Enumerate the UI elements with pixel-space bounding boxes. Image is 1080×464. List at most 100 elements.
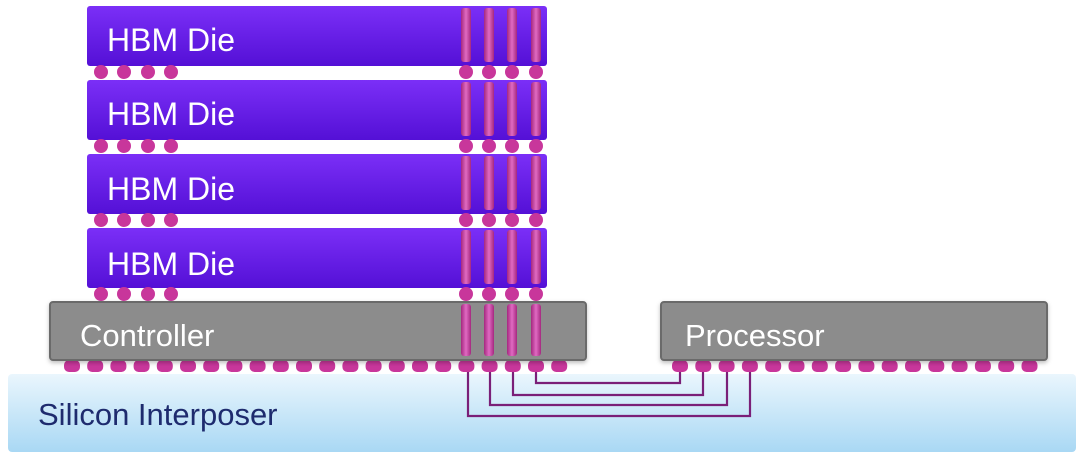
- tsv-pillar: [507, 230, 517, 284]
- tsv-pillar: [484, 156, 494, 210]
- processor-bump-row: [672, 360, 1038, 372]
- micro-bump: [459, 65, 473, 79]
- micro-bump: [529, 65, 543, 79]
- micro-bump: [505, 65, 519, 79]
- interposer-wire: [511, 364, 705, 397]
- tsv-pillar: [531, 230, 541, 284]
- tsv-pillar: [484, 304, 494, 356]
- micro-bump: [94, 65, 108, 79]
- interposer-label: Silicon Interposer: [38, 397, 278, 432]
- c4-bump: [718, 360, 735, 372]
- c4-bump: [64, 360, 80, 372]
- hbm-die: HBM Die: [87, 154, 547, 214]
- c4-bump: [319, 360, 336, 372]
- interposer-wiring: [466, 364, 752, 418]
- hbm-die-label: HBM Die: [107, 246, 235, 282]
- c4-bump: [951, 360, 968, 372]
- processor-chip: [660, 301, 1048, 361]
- processor-label: Processor: [685, 318, 825, 353]
- tsv-pillar: [484, 82, 494, 136]
- micro-bump: [164, 213, 178, 227]
- c4-bump: [342, 360, 359, 372]
- c4-bump: [928, 360, 945, 372]
- interposer-wire: [466, 364, 752, 418]
- micro-bump: [482, 287, 496, 301]
- micro-bump: [505, 213, 519, 227]
- tsv-pillar: [507, 82, 517, 136]
- c4-bump: [156, 360, 173, 372]
- controller-bump-row: [64, 360, 568, 372]
- micro-bump: [94, 139, 108, 153]
- c4-bump: [881, 360, 898, 372]
- c4-bump: [110, 360, 127, 372]
- c4-bump: [481, 360, 498, 372]
- micro-bump: [529, 287, 543, 301]
- through-silicon-vias: [461, 8, 541, 356]
- micro-bump: [94, 287, 108, 301]
- c4-bump: [858, 360, 875, 372]
- micro-bump: [117, 65, 131, 79]
- c4-bump: [272, 360, 289, 372]
- micro-bump: [505, 139, 519, 153]
- c4-bump: [87, 360, 104, 372]
- hbm-die-label: HBM Die: [107, 171, 235, 207]
- c4-bump: [905, 360, 921, 372]
- c4-bump: [835, 360, 852, 372]
- c4-bump: [528, 360, 544, 372]
- hbm-die: HBM Die: [87, 228, 547, 288]
- hbm-die-body: [87, 154, 547, 214]
- tsv-pillar: [531, 8, 541, 62]
- micro-bump: [164, 139, 178, 153]
- c4-bump: [435, 360, 452, 372]
- tsv-pillar: [507, 156, 517, 210]
- micro-bump: [529, 139, 543, 153]
- hbm-die-label: HBM Die: [107, 96, 235, 132]
- c4-bump: [741, 360, 758, 372]
- micro-bump: [117, 213, 131, 227]
- c4-bump: [788, 360, 805, 372]
- interposer-wire: [488, 364, 729, 407]
- processor-body: [660, 301, 1048, 361]
- tsv-pillar: [531, 304, 541, 356]
- c4-bump: [811, 360, 828, 372]
- micro-bump: [141, 65, 155, 79]
- c4-bump: [203, 360, 220, 372]
- micro-bump: [459, 139, 473, 153]
- tsv-pillar: [531, 82, 541, 136]
- c4-bump: [695, 360, 712, 372]
- silicon-interposer: Silicon Interposer: [8, 374, 1076, 452]
- c4-bump: [551, 360, 568, 372]
- micro-bump: [164, 65, 178, 79]
- hbm-die-body: [87, 80, 547, 140]
- micro-bump: [94, 213, 108, 227]
- tsv-pillar: [461, 156, 471, 210]
- tsv-pillar: [461, 304, 471, 356]
- c4-bump: [458, 360, 475, 372]
- c4-bump: [504, 360, 521, 372]
- hbm-die-body: [87, 228, 547, 288]
- micro-bump: [482, 213, 496, 227]
- c4-bump: [249, 360, 266, 372]
- interposer-wire: [534, 364, 682, 385]
- c4-bump: [974, 360, 991, 372]
- micro-bump: [459, 287, 473, 301]
- c4-bump: [180, 360, 196, 372]
- tsv-pillar: [461, 8, 471, 62]
- c4-bump: [412, 360, 428, 372]
- micro-bump: [482, 139, 496, 153]
- micro-bump: [117, 287, 131, 301]
- tsv-pillar: [461, 82, 471, 136]
- hbm-die-label: HBM Die: [107, 22, 235, 58]
- hbm-die: HBM Die: [87, 80, 547, 140]
- c4-bump: [1021, 360, 1038, 372]
- micro-bump: [459, 213, 473, 227]
- interposer-body: [8, 374, 1076, 452]
- micro-bump: [482, 65, 496, 79]
- controller-label: Controller: [80, 318, 214, 353]
- hbm-die: HBM Die: [87, 6, 547, 66]
- die-bump-rows: [94, 65, 543, 301]
- tsv-pillar: [507, 304, 517, 356]
- hbm-stack: HBM Die HBM Die HBM Die HBM Die: [87, 6, 547, 288]
